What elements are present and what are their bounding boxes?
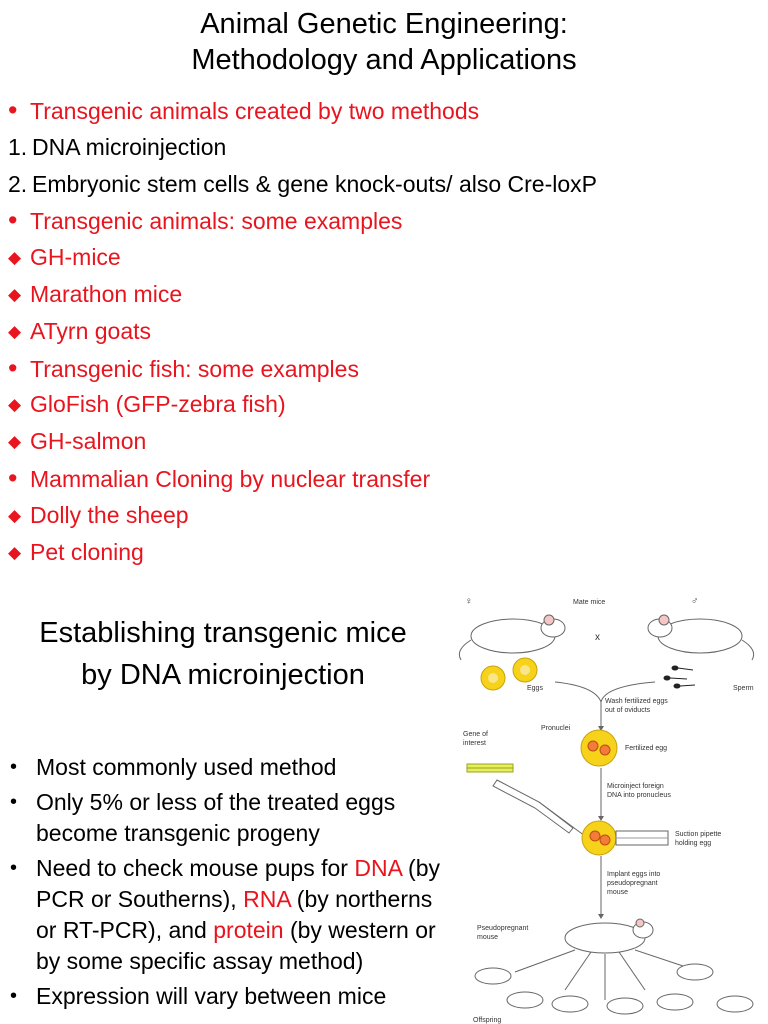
method-notes: • Most commonly used method • Only 5% or l… [6,752,446,1016]
item-text: GloFish (GFP-zebra fish) [30,391,286,418]
offspring-label: Offspring [473,1017,501,1024]
topic-item: • Mammalian Cloning by nuclear transfer [8,460,748,497]
bullet-dot-icon: • [8,205,18,236]
item-text: Mammalian Cloning by nuclear transfer [30,465,431,492]
male-symbol: ♂ [691,596,699,607]
microinject-label-1: Microinject foreign [607,783,664,790]
suction-label-1: Suction pipette [675,831,721,838]
gene-label-1: Gene of [463,731,488,738]
eggs-icon [480,657,538,691]
topic-item: ◆ Pet cloning [8,534,748,571]
topic-item: ◆ ATyrn goats [8,313,748,350]
item-text: Transgenic animals created by two method… [30,98,480,124]
offspring-mice-icon [474,963,754,1015]
cross-symbol: x [595,632,600,643]
wash-label-1: Wash fertilized eggs [605,698,668,705]
topic-item: ◆ GH-salmon [8,423,748,460]
item-text: Marathon mice [30,280,183,307]
bullet-dot-icon: • [10,857,18,879]
topic-item: • Transgenic animals: some examples [8,202,748,239]
sperm-icon [663,665,696,689]
eggs-label: Eggs [527,685,543,692]
male-mouse-icon [647,614,755,661]
title-line-1: Animal Genetic Engineering: [200,8,568,40]
bullet-dot-icon: • [8,352,18,383]
section-title-line-2: by DNA microinjection [81,659,365,691]
note-text: (by northerns or RT-PCR), and [36,886,433,943]
implant-label-1: Implant eggs into [607,871,660,878]
item-text: Embryonic stem cells & gene knock-outs/ … [32,170,597,197]
offspring-arrows [514,949,696,1000]
numbered-item: 2.Embryonic stem cells & gene knock-outs… [8,166,748,203]
note-text: Only 5% or less of the treated eggs beco… [36,789,396,846]
topic-item: ◆ Dolly the sheep [8,497,748,534]
note-text: Most commonly used method [36,754,337,780]
diamond-bullet-icon: ◆ [8,542,22,562]
diamond-bullet-icon: ◆ [8,395,22,415]
gene-label-2: interest [463,740,486,747]
pseudopregnant-mouse-icon [564,918,654,954]
note-text: (by PCR or Southerns), [36,855,440,912]
topic-item: • Transgenic animals created by two metho… [8,92,748,129]
bullet-dot-icon: • [8,462,18,493]
suction-label-2: holding egg [675,840,711,847]
diamond-bullet-icon: ◆ [8,321,22,341]
injection-needle-icon [492,779,586,837]
bullet-dot-icon: • [10,791,18,813]
topic-item: ◆ GloFish (GFP-zebra fish) [8,386,748,423]
mate-mice-label: Mate mice [573,599,605,606]
highlight-rna: RNA [243,886,291,912]
page-title: Animal Genetic Engineering: Methodology … [0,6,768,78]
microinject-label-2: DNA into pronucleus [607,792,671,799]
item-text: GH-salmon [30,428,147,455]
note-item: • Expression will vary between mice [6,981,446,1012]
implant-label-2: pseudopregnant [607,880,658,887]
item-text: Transgenic fish: some examples [30,355,359,382]
diamond-bullet-icon: ◆ [8,505,22,525]
topic-item: • Transgenic fish: some examples [8,350,748,387]
microinjection-diagram: ♀ Mate mice x ♂ Eggs Sperm Wash fertiliz… [458,596,755,1024]
numbered-item: 1.DNA microinjection [8,129,748,166]
female-symbol: ♀ [465,596,473,607]
note-text: Need to check mouse pups for [36,855,355,881]
item-number: 2. [8,170,28,197]
section-title: Establishing transgenic mice by DNA micr… [0,612,446,696]
item-text: ATyrn goats [30,317,152,344]
highlight-protein: protein [213,917,284,943]
item-text: Pet cloning [30,538,144,565]
topic-list: • Transgenic animals created by two metho… [8,92,748,570]
highlight-dna: DNA [354,855,402,881]
bullet-dot-icon: • [10,756,18,778]
note-text: Expression will vary between mice [36,983,387,1009]
pseudopregnant-label-2: mouse [477,934,498,941]
pronuclei-label: Pronuclei [541,725,571,732]
pseudopregnant-label-1: Pseudopregnant [477,925,528,932]
item-text: GH-mice [30,244,121,271]
item-text: DNA microinjection [32,133,227,160]
note-item: • Need to check mouse pups for DNA (by PC… [6,853,446,977]
implant-label-3: mouse [607,889,628,896]
section-title-line-1: Establishing transgenic mice [39,617,407,649]
fertilized-egg-label: Fertilized egg [625,745,667,752]
topic-item: ◆ Marathon mice [8,276,748,313]
egg-on-pipette-icon [581,820,669,856]
dna-fragment-icon [466,763,514,773]
title-line-2: Methodology and Applications [191,44,577,76]
item-text: Transgenic animals: some examples [30,208,403,235]
fertilized-egg-icon [580,729,618,767]
diamond-bullet-icon: ◆ [8,432,22,452]
item-text: Dolly the sheep [30,501,189,528]
note-text: (by western or by some specific assay me… [36,917,436,974]
item-number: 1. [8,133,28,160]
sperm-label: Sperm [733,685,754,692]
note-item: • Only 5% or less of the treated eggs bec… [6,787,446,849]
topic-item: ◆ GH-mice [8,239,748,276]
wash-label-2: out of oviducts [605,707,651,714]
note-item: • Most commonly used method [6,752,446,783]
bullet-dot-icon: • [10,985,18,1007]
diamond-bullet-icon: ◆ [8,284,22,304]
diamond-bullet-icon: ◆ [8,248,22,268]
female-mouse-icon [458,614,566,661]
bullet-dot-icon: • [8,95,18,125]
